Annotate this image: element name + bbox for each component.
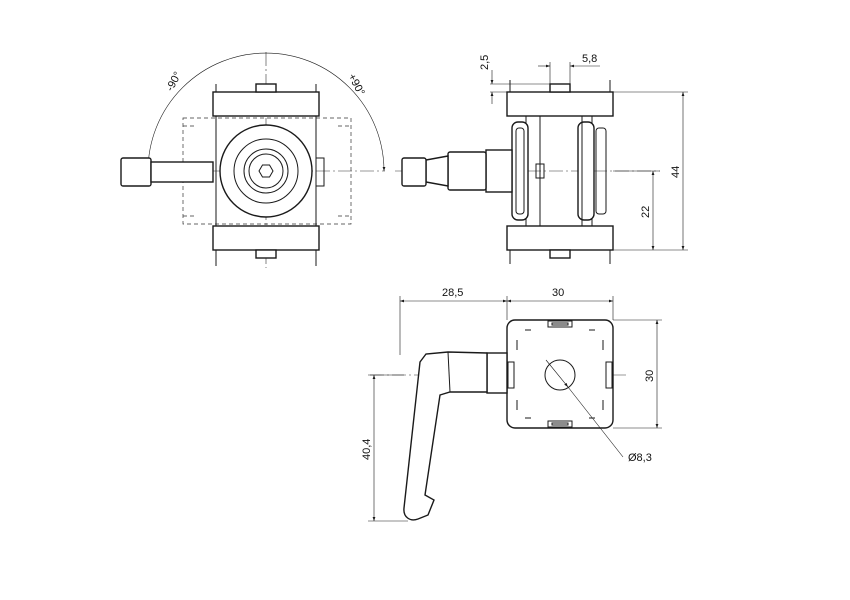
angle-left-label: -90° [164, 70, 184, 94]
dim-bore-diameter: Ø8,3 [628, 452, 652, 464]
dim-tab-height: 2,5 [479, 55, 491, 70]
angle-right-label: +90° [345, 72, 366, 98]
dim-body-width: 30 [552, 287, 564, 299]
side-view: 2,5 5,8 44 22 [395, 53, 688, 264]
dim-center-height: 22 [640, 206, 652, 218]
dim-body-height: 30 [644, 370, 656, 382]
dim-tab-width: 5,8 [582, 53, 597, 65]
front-view: -90° +90° [120, 52, 386, 268]
dim-total-height: 44 [670, 166, 682, 178]
dim-lever-reach: 28,5 [442, 287, 463, 299]
top-view: 28,5 30 30 40,4 Ø8,3 [361, 287, 662, 522]
dim-lever-length: 40,4 [361, 439, 373, 460]
